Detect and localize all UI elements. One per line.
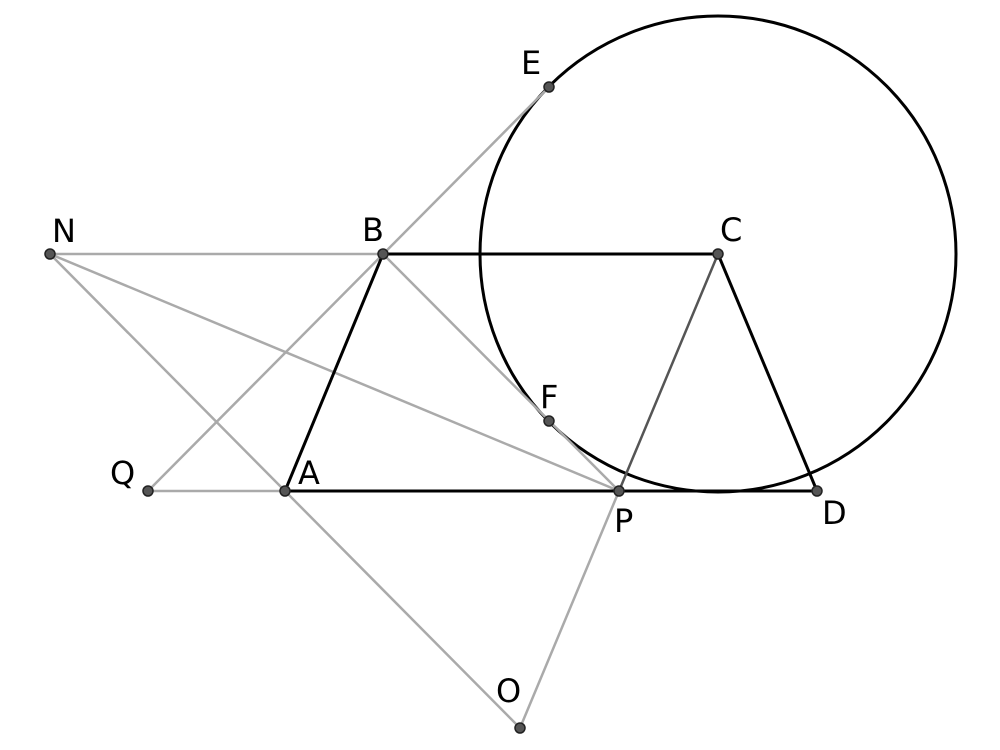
segment-pc xyxy=(617,253,720,492)
label-o: O xyxy=(496,672,521,710)
label-a: A xyxy=(298,454,320,492)
point-a xyxy=(279,485,291,497)
point-o xyxy=(514,722,526,734)
point-e xyxy=(543,81,555,93)
label-e: E xyxy=(521,44,541,82)
label-d: D xyxy=(822,494,847,532)
segment-ab xyxy=(283,253,385,492)
label-f: F xyxy=(540,378,558,416)
label-b: B xyxy=(362,211,384,249)
point-n xyxy=(44,248,56,260)
point-q xyxy=(142,485,154,497)
point-d xyxy=(811,485,823,497)
segment-bp xyxy=(382,253,620,492)
label-p: P xyxy=(614,502,633,540)
label-q: Q xyxy=(110,454,135,492)
label-c: C xyxy=(720,211,742,249)
point-p xyxy=(613,485,625,497)
segment-qe xyxy=(147,86,550,492)
point-b xyxy=(377,248,389,260)
segment-cd xyxy=(716,253,819,492)
point-c xyxy=(712,248,724,260)
point-f xyxy=(543,415,555,427)
label-n: N xyxy=(52,212,76,250)
segment-op xyxy=(518,490,621,729)
